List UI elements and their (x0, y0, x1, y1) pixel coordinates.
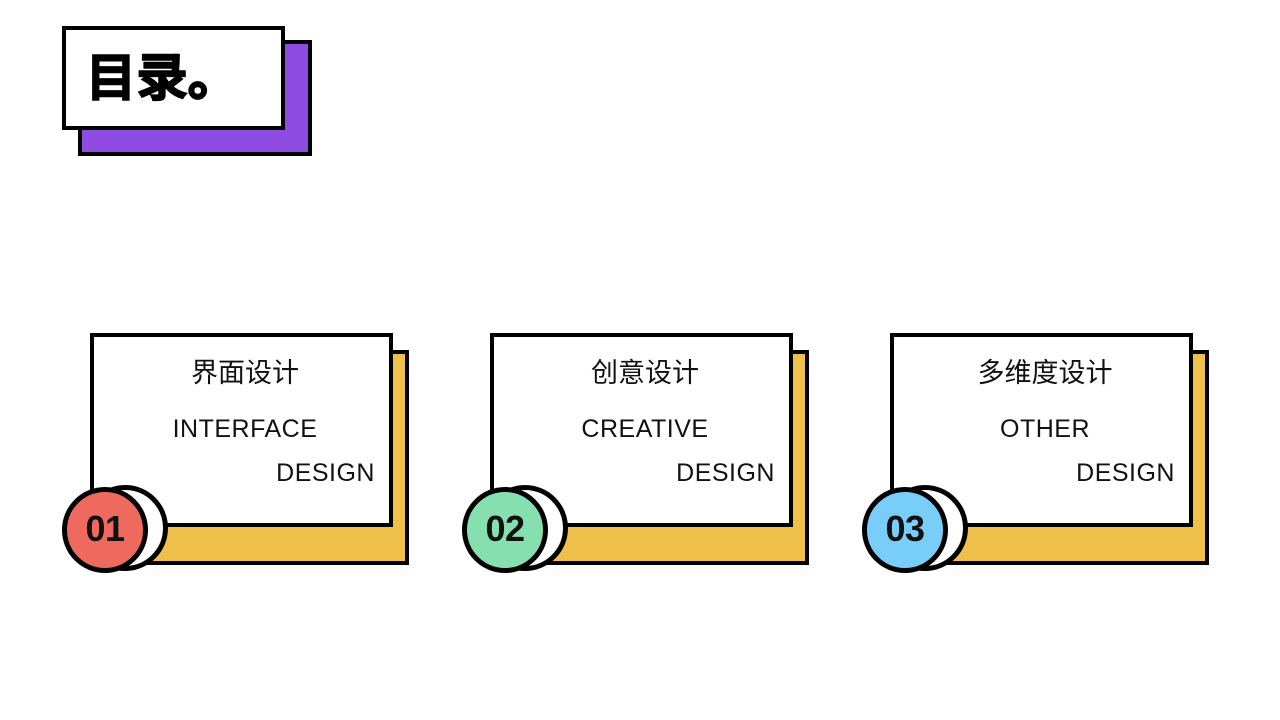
card-subtitle-line1-03: OTHER (1000, 414, 1090, 443)
badge-circle-02: 02 (462, 487, 548, 573)
card-body-02: 创意设计 CREATIVE DESIGN (490, 333, 793, 527)
contents-item-03[interactable]: 多维度设计 OTHER DESIGN 03 (862, 333, 1209, 573)
badge-number-03: 03 (885, 508, 925, 549)
badge-number-01: 01 (85, 508, 125, 549)
number-badge-01[interactable]: 01 (62, 485, 174, 575)
card-subtitle-line1-02: CREATIVE (581, 414, 709, 443)
card-subtitle-line2-01: DESIGN (276, 459, 375, 488)
card-text-02: 创意设计 CREATIVE DESIGN (515, 359, 775, 488)
card-subtitle-line2-03: DESIGN (1076, 459, 1175, 488)
card-subtitle-line2-02: DESIGN (676, 459, 775, 488)
card-body-01: 界面设计 INTERFACE DESIGN (90, 333, 393, 527)
number-badge-02[interactable]: 02 (462, 485, 574, 575)
card-title-cn-02: 创意设计 (591, 358, 699, 389)
card-subtitle-line1-01: INTERFACE (172, 414, 318, 443)
title-card: 目录。 (62, 26, 285, 130)
badge-circle-01: 01 (62, 487, 148, 573)
badge-circle-03: 03 (862, 487, 948, 573)
card-text-01: 界面设计 INTERFACE DESIGN (115, 359, 375, 488)
page-title-block: 目录。 (62, 26, 312, 156)
card-title-cn-03: 多维度设计 (977, 358, 1113, 389)
badge-number-02: 02 (485, 508, 525, 549)
contents-list: 界面设计 INTERFACE DESIGN 01 创意设计 CREATIVE D… (0, 333, 1280, 593)
number-badge-03[interactable]: 03 (862, 485, 974, 575)
page-title: 目录。 (85, 49, 239, 107)
contents-item-02[interactable]: 创意设计 CREATIVE DESIGN 02 (462, 333, 809, 573)
contents-item-01[interactable]: 界面设计 INTERFACE DESIGN 01 (62, 333, 409, 573)
card-title-cn-01: 界面设计 (191, 358, 299, 389)
card-text-03: 多维度设计 OTHER DESIGN (915, 359, 1175, 488)
